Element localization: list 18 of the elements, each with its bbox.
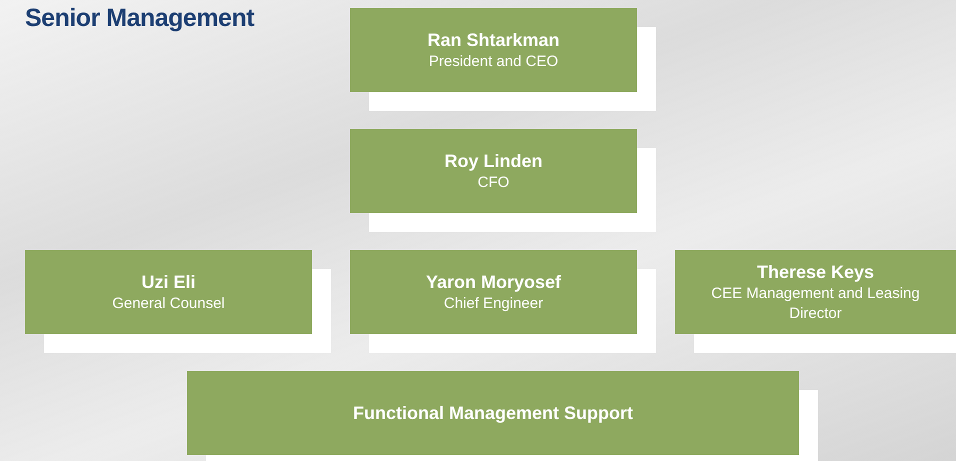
- job-title: CFO: [478, 173, 510, 193]
- person-name: Functional Management Support: [352, 402, 633, 425]
- chart-title: Senior Management: [25, 4, 254, 33]
- job-title: Chief Engineer: [444, 294, 544, 314]
- name-box: [187, 371, 799, 455]
- name-box: [350, 8, 637, 92]
- person-name: Roy Linden: [444, 150, 542, 173]
- name-box: [350, 250, 637, 334]
- name-box: [675, 250, 956, 334]
- job-title: CEE Management and Leasing Director: [710, 284, 921, 324]
- person-name: Yaron Moryosef: [426, 271, 562, 294]
- job-title: President and CEO: [428, 52, 558, 72]
- person-name: Uzi Eli: [141, 271, 196, 294]
- name-box: [25, 250, 312, 334]
- job-title: General Counsel: [112, 294, 225, 314]
- name-box: [350, 129, 637, 213]
- person-name: Therese Keys: [756, 261, 874, 284]
- person-name: Ran Shtarkman: [427, 29, 560, 52]
